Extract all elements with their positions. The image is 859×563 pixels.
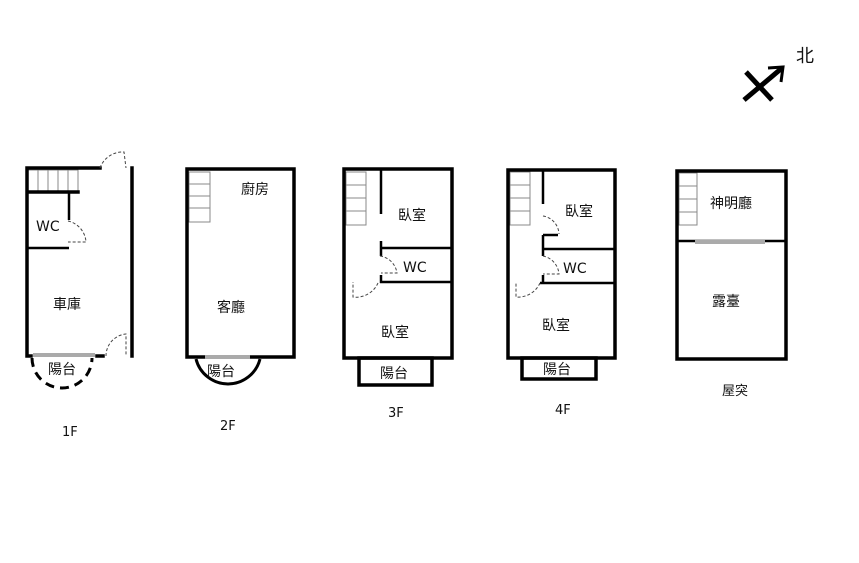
room-terrace: 露臺 <box>712 294 740 310</box>
floor-label: 2F <box>220 419 236 434</box>
room-wc: WC <box>36 219 60 235</box>
stairs <box>188 171 211 223</box>
stairs <box>345 171 367 226</box>
room-balcony: 陽台 <box>207 364 235 380</box>
room-bedroom: 臥室 <box>381 324 409 341</box>
room-living: 客廳 <box>217 299 245 316</box>
room-balcony: 陽台 <box>48 362 76 378</box>
north-arrow-icon <box>742 65 785 102</box>
room-bedroom: 臥室 <box>398 207 426 224</box>
north-label: 北 <box>796 46 814 67</box>
room-shrine: 神明廳 <box>710 195 752 212</box>
room-garage: 車庫 <box>53 296 81 313</box>
floor-1f: WC 車庫 陽台 1F <box>25 151 134 440</box>
floor-label: 3F <box>388 406 404 421</box>
floor-4f: 臥室 WC 臥室 陽台 4F <box>506 168 617 418</box>
stairs <box>27 169 79 193</box>
room-bedroom: 臥室 <box>565 203 593 220</box>
floor-label: 屋突 <box>722 383 748 399</box>
stairs <box>678 172 698 226</box>
room-wc: WC <box>403 260 427 276</box>
floor-label: 1F <box>62 425 78 440</box>
room-balcony: 陽台 <box>380 366 408 382</box>
stairs <box>509 171 531 226</box>
room-wc: WC <box>563 261 587 277</box>
floor-3f: 臥室 WC 臥室 陽台 3F <box>342 167 454 421</box>
room-bedroom: 臥室 <box>542 317 570 334</box>
floor-label: 4F <box>555 403 571 418</box>
room-kitchen: 廚房 <box>241 181 269 198</box>
floor-roof: 神明廳 露臺 屋突 <box>675 169 788 399</box>
room-balcony: 陽台 <box>543 362 571 378</box>
floor-2f: 廚房 客廳 陽台 2F <box>185 167 296 434</box>
